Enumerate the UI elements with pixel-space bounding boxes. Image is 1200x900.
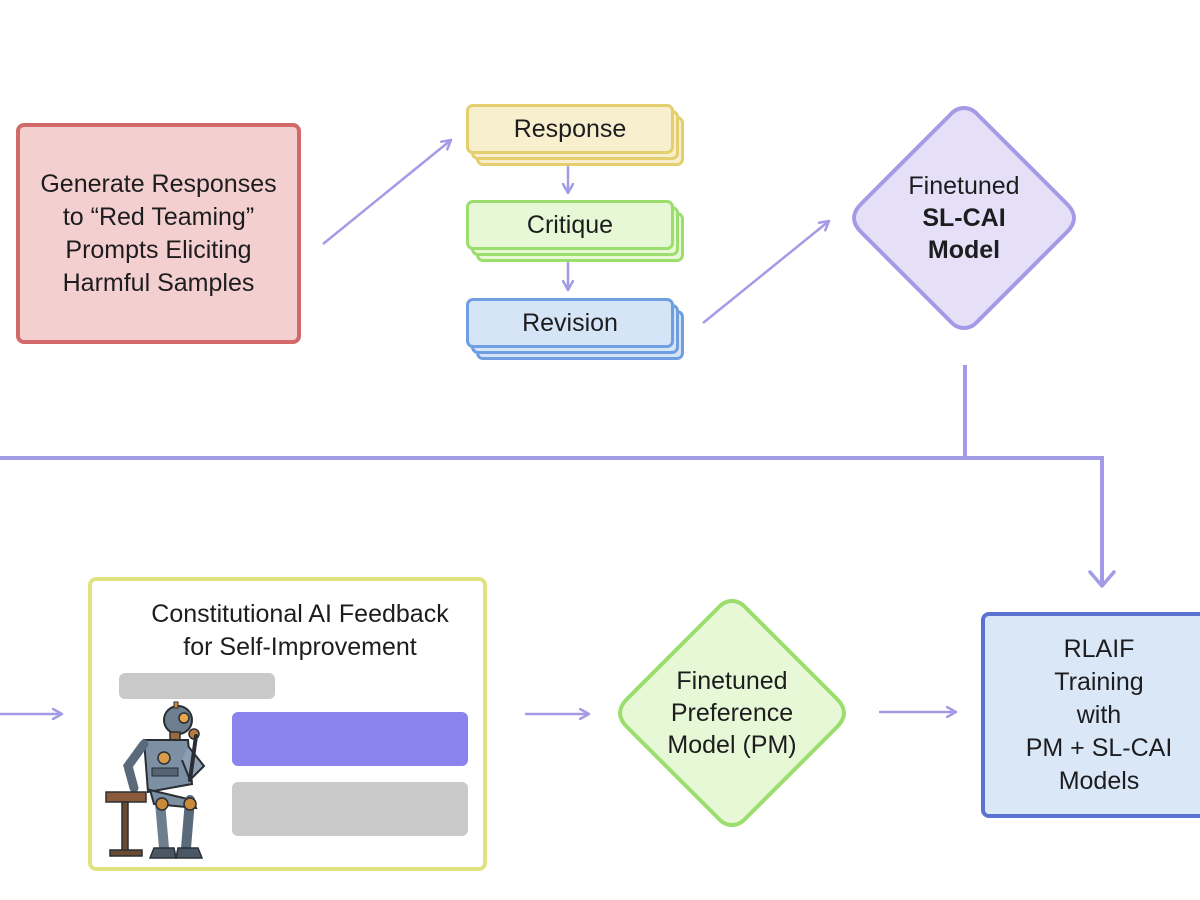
feedback-line-1: Constitutional AI Feedback xyxy=(151,600,449,628)
chat-bubble-purple xyxy=(232,712,468,766)
slcai-diamond: Finetuned SL-CAI Model xyxy=(848,102,1080,334)
pm-line-3: Model (PM) xyxy=(667,731,797,759)
red-box-line-4: Harmful Samples xyxy=(62,268,255,297)
response-card: Response xyxy=(466,104,674,154)
feedback-title: Constitutional AI Feedback for Self-Impr… xyxy=(120,598,480,664)
critique-card: Critique xyxy=(466,200,674,250)
pm-line-2: Preference xyxy=(670,699,794,727)
red-box-line-2: to “Red Teaming” xyxy=(62,202,255,231)
feedback-line-2: for Self-Improvement xyxy=(183,633,417,661)
rlaif-text: RLAIF Training with PM + SL-CAI Models xyxy=(981,612,1200,818)
critique-stack: Critique xyxy=(466,200,686,264)
response-label: Response xyxy=(513,114,627,143)
red-box-line-1: Generate Responses xyxy=(40,169,277,198)
chat-bubble-grey-large xyxy=(232,782,468,836)
rlaif-line-3: with xyxy=(1076,700,1122,729)
slcai-line-1: Finetuned xyxy=(908,172,1020,200)
revision-card: Revision xyxy=(466,298,674,348)
revision-stack: Revision xyxy=(466,298,686,362)
response-stack: Response xyxy=(466,104,686,168)
rlaif-line-4: PM + SL-CAI xyxy=(1025,733,1173,762)
revision-label: Revision xyxy=(522,308,618,337)
rlaif-line-2: Training xyxy=(1054,667,1144,696)
rlaif-line-5: Models xyxy=(1058,766,1140,795)
pm-diamond: Finetuned Preference Model (PM) xyxy=(614,595,850,831)
rlaif-box xyxy=(981,612,1200,818)
chat-bubble-grey-small xyxy=(119,673,275,699)
arrow-red-to-response xyxy=(322,140,451,245)
slcai-diamond-shape xyxy=(851,105,1077,331)
rlaif-line-1: RLAIF xyxy=(1063,634,1135,663)
arrow-revision-to-slcai xyxy=(702,221,829,324)
slcai-line-2: SL-CAI xyxy=(922,204,1006,232)
red-teaming-box: Generate Responses to “Red Teaming” Prom… xyxy=(16,123,301,344)
pm-line-1: Finetuned xyxy=(676,667,788,695)
pm-text: Finetuned Preference Model (PM) xyxy=(614,595,850,831)
pm-diamond-shape xyxy=(617,598,847,828)
red-box-line-3: Prompts Eliciting xyxy=(65,235,252,264)
slcai-line-3: Model xyxy=(927,236,1001,264)
slcai-text: Finetuned SL-CAI Model xyxy=(848,102,1080,334)
critique-label: Critique xyxy=(526,210,614,239)
robot-thinker-icon xyxy=(105,701,206,859)
